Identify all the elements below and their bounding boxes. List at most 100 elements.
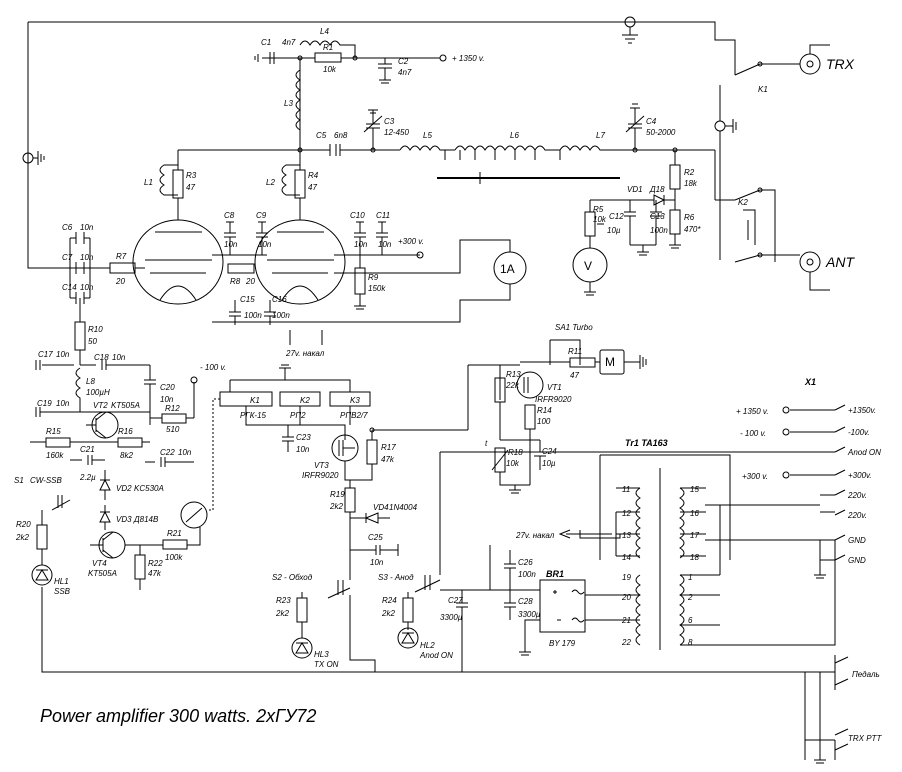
c1-label: C1: [261, 38, 271, 47]
r5-value: 10k: [593, 215, 607, 224]
c4-label: C4: [646, 117, 657, 126]
l3-label: L3: [284, 99, 293, 108]
c10-value: 10n: [354, 240, 368, 249]
r4-value: 47: [308, 183, 317, 192]
led-hl2: [397, 627, 419, 649]
vd4-label: VD4: [373, 503, 389, 512]
c3-label: C3: [384, 117, 395, 126]
c17-value: 10n: [56, 350, 70, 359]
r6-value: 470*: [684, 225, 701, 234]
s2-label: S2 - Обход: [272, 573, 313, 582]
inductor-l2: [281, 164, 300, 196]
resistor-r1: [314, 52, 342, 63]
c10-label: C10: [350, 211, 365, 220]
c16-label: C16: [272, 295, 287, 304]
ground-icon: [714, 119, 737, 133]
diode-vd3: [99, 505, 111, 530]
k3-value: РПВ2/7: [340, 411, 368, 420]
r4-label: R4: [308, 171, 319, 180]
supply-m100-label: - 100 v.: [200, 363, 226, 372]
l4-label: L4: [320, 27, 329, 36]
c21-label: C21: [80, 445, 95, 454]
l5-label: L5: [423, 131, 432, 140]
c6-value: 10n: [80, 223, 94, 232]
r21-label: R21: [167, 529, 182, 538]
vd1-value: Д18: [649, 185, 665, 194]
l1-label: L1: [144, 178, 153, 187]
vt3-label: VT3: [314, 461, 329, 470]
inductor-l7: [559, 145, 715, 151]
r9-value: 150k: [368, 284, 386, 293]
ground-icon: [622, 16, 638, 44]
c20-label: C20: [160, 383, 175, 392]
l8-label: L8: [86, 377, 95, 386]
c5-value: 6n8: [334, 131, 348, 140]
pin-14: 14: [622, 553, 631, 562]
r20-label: R20: [16, 520, 31, 529]
k2-relay-label: K2: [738, 198, 748, 207]
vd2-label: VD2: [116, 484, 132, 493]
r24-label: R24: [382, 596, 397, 605]
supply-1350-label: + 1350 v.: [452, 54, 485, 63]
sa1-label: SA1 Turbo: [555, 323, 593, 332]
hl2-value: Anod ON: [419, 651, 453, 660]
inductor-l8: [75, 367, 81, 412]
br1-label: BR1: [546, 569, 564, 579]
c9-label: C9: [256, 211, 267, 220]
r8-label: R8: [230, 277, 241, 286]
capacitor-c1: [254, 52, 275, 64]
r1350-label: + 1350 v.: [736, 407, 769, 416]
r8-value: 20: [245, 277, 255, 286]
resistor-r9: [354, 267, 366, 295]
c1-value: 4n7: [282, 38, 296, 47]
anode-feed-wire: [265, 57, 301, 150]
pin-20: 20: [621, 593, 631, 602]
c7-value: 10n: [80, 253, 94, 262]
x1-pin-5: 220v.: [847, 491, 867, 500]
relay-coil-k1: [219, 391, 273, 407]
r22-value: 47k: [148, 569, 162, 578]
output-indicator: [180, 501, 208, 529]
page-title: Power amplifier 300 watts. 2xГУ72: [40, 706, 316, 726]
k1-relay-label: K1: [758, 85, 768, 94]
resistor-r24: [402, 597, 414, 623]
inductor-l5: [399, 145, 455, 151]
pin-13: 13: [622, 531, 631, 540]
r14-value: 100: [537, 417, 551, 426]
transistor-vt2: [86, 411, 119, 439]
r7-label: R7: [116, 252, 127, 261]
r21-value: 100k: [165, 553, 183, 562]
c27-value: 3300µ: [440, 613, 463, 622]
vt2-value: KT505A: [111, 401, 140, 410]
c3-value: 12-450: [384, 128, 409, 137]
diode-vd1: [590, 194, 675, 206]
c8-value: 10n: [224, 240, 238, 249]
c15-value: 100n: [244, 311, 262, 320]
c7-label: C7: [62, 253, 73, 262]
c5-label: C5: [316, 131, 327, 140]
r1-value: 10k: [323, 65, 337, 74]
s3-label: S3 - Анод: [378, 573, 414, 582]
pin-11: 11: [622, 485, 630, 494]
winding-right: [679, 487, 685, 559]
vd4-value: 1N4004: [389, 503, 418, 512]
trx-ptt-label: TRX PTT: [848, 734, 882, 743]
resistor-r19: [344, 487, 356, 513]
r2-label: R2: [684, 168, 695, 177]
k2-coil-label: K2: [300, 396, 310, 405]
ammeter-label: 1A: [500, 262, 515, 276]
terminal-300: [416, 251, 424, 259]
inductor-l1: [159, 164, 178, 196]
relay-k2: [734, 189, 800, 263]
c22-label: C22: [160, 448, 175, 457]
hl2-label: HL2: [420, 641, 435, 650]
k1-coil-label: K1: [250, 396, 260, 405]
r18-value: 10k: [506, 459, 520, 468]
r23-label: R23: [276, 596, 291, 605]
c13-label: C13: [650, 212, 665, 221]
trx-label: TRX: [826, 56, 855, 72]
switch-s1: [51, 495, 71, 511]
resistor-r12: [161, 413, 187, 424]
c18-label: C18: [94, 353, 109, 362]
